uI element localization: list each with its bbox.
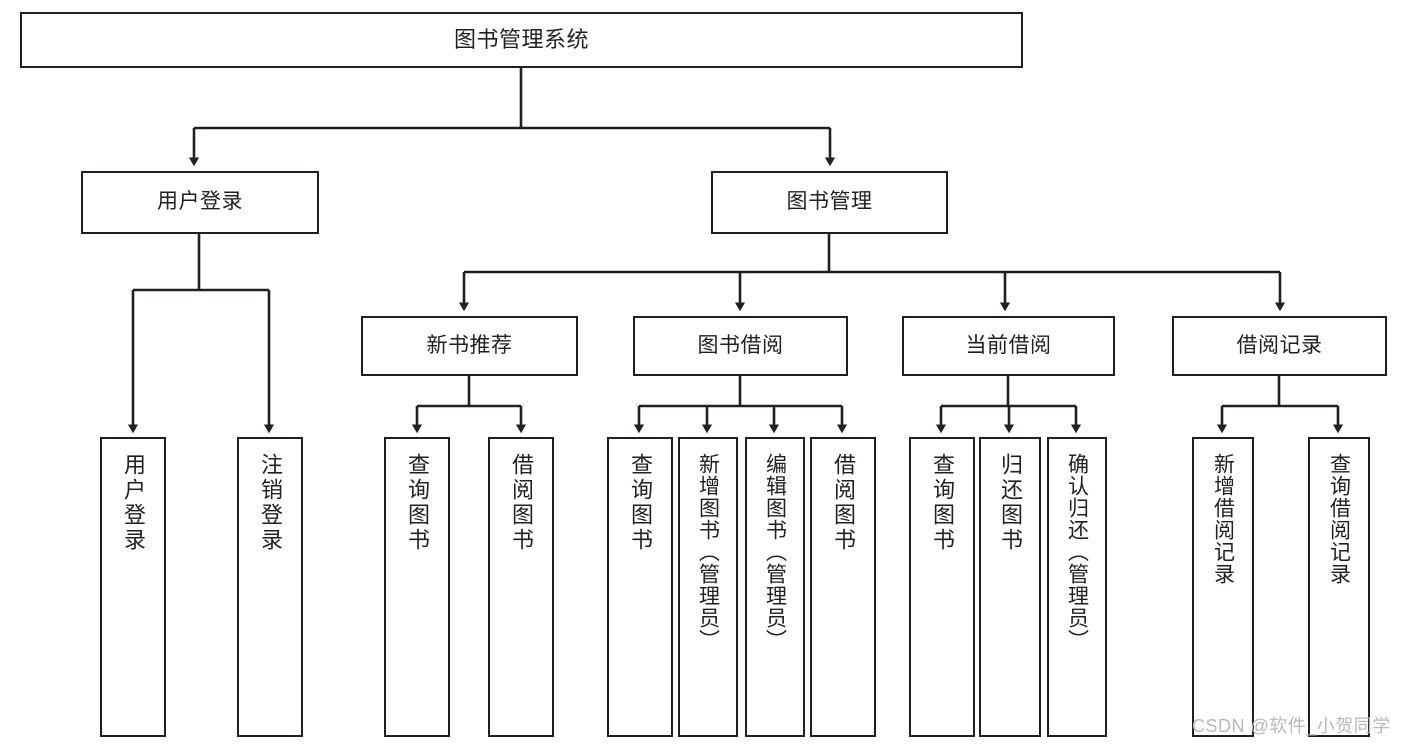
node-leaf-query-book-2-label: 查询图书 xyxy=(628,453,653,553)
node-current-borrow-label: 当前借阅 xyxy=(965,333,1052,357)
node-leaf-user-logout-label: 注销登录 xyxy=(258,453,283,553)
node-leaf-query-book-3[interactable]: 查询图书 xyxy=(909,437,975,737)
node-leaf-return-book[interactable]: 归还图书 xyxy=(979,437,1041,737)
node-new-book-recommend-label: 新书推荐 xyxy=(426,333,513,357)
node-leaf-user-logout[interactable]: 注销登录 xyxy=(237,437,303,737)
csdn-watermark: CSDN @软件_小贺同学 xyxy=(1192,716,1391,736)
node-leaf-add-book[interactable]: 新增图书（管理员） xyxy=(678,437,738,737)
node-new-book-recommend[interactable]: 新书推荐 xyxy=(361,316,578,376)
node-leaf-query-book-2[interactable]: 查询图书 xyxy=(607,437,673,737)
node-leaf-user-login-label: 用户登录 xyxy=(121,453,146,553)
node-leaf-query-book-1[interactable]: 查询图书 xyxy=(384,437,450,737)
node-leaf-query-record-label: 查询借阅记录 xyxy=(1327,453,1351,585)
node-borrow-record-label: 借阅记录 xyxy=(1236,333,1323,357)
node-leaf-borrow-book-2-label: 借阅图书 xyxy=(831,453,856,553)
node-leaf-confirm-return-label: 确认归还（管理员） xyxy=(1065,453,1089,651)
node-user-login[interactable]: 用户登录 xyxy=(81,171,319,234)
node-leaf-add-record-label: 新增借阅记录 xyxy=(1211,453,1235,585)
node-leaf-return-book-label: 归还图书 xyxy=(998,453,1023,553)
node-leaf-add-record[interactable]: 新增借阅记录 xyxy=(1192,437,1254,737)
node-leaf-query-record[interactable]: 查询借阅记录 xyxy=(1308,437,1370,737)
node-root-label: 图书管理系统 xyxy=(453,27,589,53)
node-leaf-add-book-label: 新增图书（管理员） xyxy=(696,453,720,651)
node-leaf-confirm-return[interactable]: 确认归还（管理员） xyxy=(1047,437,1107,737)
node-borrow-record[interactable]: 借阅记录 xyxy=(1172,316,1387,376)
node-user-login-label: 用户登录 xyxy=(157,190,243,214)
node-book-manage-label: 图书管理 xyxy=(786,190,873,214)
node-leaf-borrow-book-1[interactable]: 借阅图书 xyxy=(488,437,554,737)
node-leaf-borrow-book-2[interactable]: 借阅图书 xyxy=(810,437,876,737)
node-book-borrow-label: 图书借阅 xyxy=(697,333,784,357)
node-current-borrow[interactable]: 当前借阅 xyxy=(902,316,1115,376)
node-book-manage[interactable]: 图书管理 xyxy=(711,171,948,234)
node-leaf-query-book-3-label: 查询图书 xyxy=(930,453,955,553)
node-root[interactable]: 图书管理系统 xyxy=(20,12,1023,68)
node-leaf-edit-book[interactable]: 编辑图书（管理员） xyxy=(745,437,805,737)
node-leaf-edit-book-label: 编辑图书（管理员） xyxy=(763,453,787,651)
node-book-borrow[interactable]: 图书借阅 xyxy=(633,316,848,376)
node-leaf-user-login[interactable]: 用户登录 xyxy=(100,437,166,737)
node-leaf-borrow-book-1-label: 借阅图书 xyxy=(509,453,534,553)
node-leaf-query-book-1-label: 查询图书 xyxy=(405,453,430,553)
